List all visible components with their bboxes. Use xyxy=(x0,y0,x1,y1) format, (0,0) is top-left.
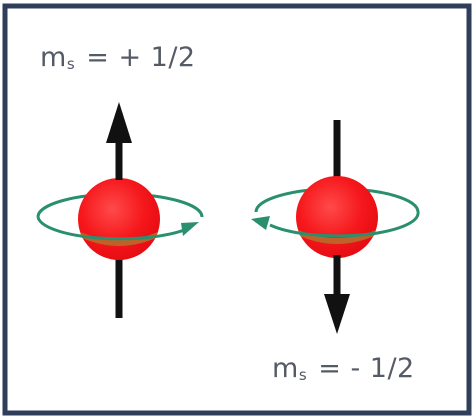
electron-sphere xyxy=(78,178,160,260)
spin-down-label: ms = - 1/2 xyxy=(272,353,415,384)
spin-value: = + 1/2 xyxy=(86,42,196,73)
orbit-ring-front xyxy=(269,211,420,238)
spin-subscript: s xyxy=(298,366,308,384)
orbit-direction-arrowhead xyxy=(181,222,199,236)
electron-spin-down xyxy=(251,120,420,334)
spin-symbol: m xyxy=(40,42,67,73)
spin-up-arrowhead xyxy=(106,102,132,143)
spin-symbol: m xyxy=(272,353,299,384)
orbit-ring-front xyxy=(36,216,188,241)
spin-subscript: s xyxy=(66,55,76,73)
orbit-direction-arrowhead xyxy=(251,216,270,230)
spin-down-arrowhead xyxy=(324,294,350,334)
diagram-border xyxy=(2,3,472,416)
equator-band xyxy=(298,230,376,244)
equator-band xyxy=(80,232,158,246)
electron-sphere xyxy=(296,176,378,258)
spin-up-label: ms = + 1/2 xyxy=(40,42,196,73)
electron-spin-up xyxy=(36,102,204,318)
spin-value: = - 1/2 xyxy=(318,353,415,384)
